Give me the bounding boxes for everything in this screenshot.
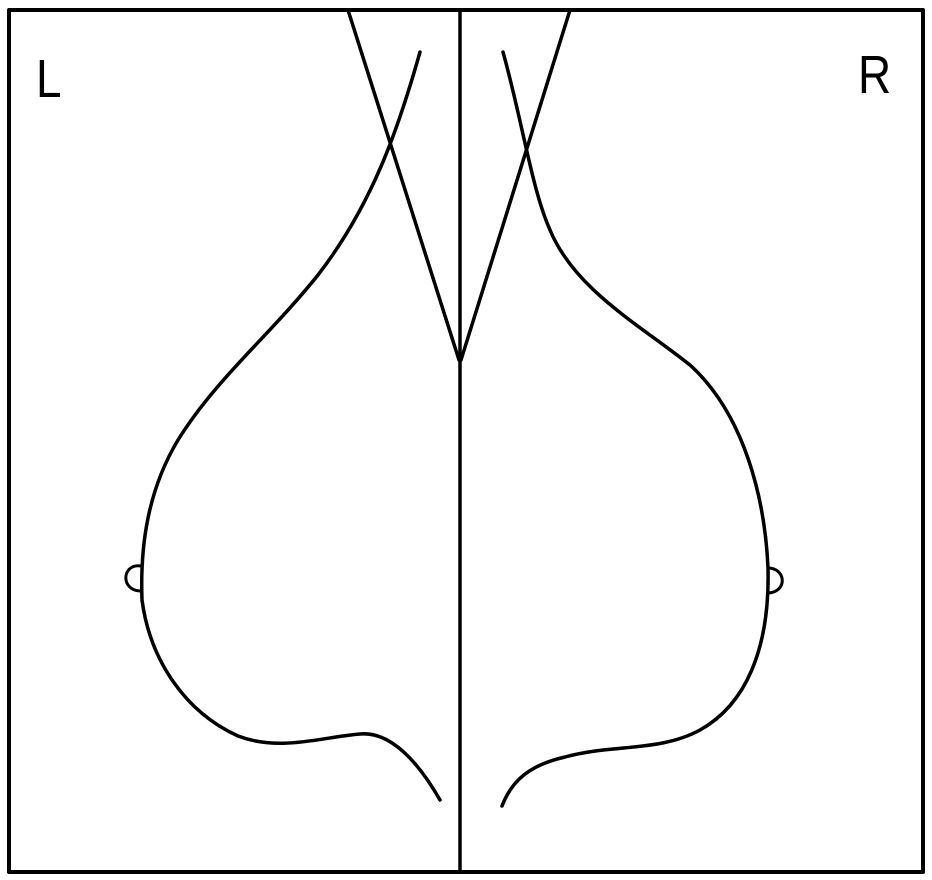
right-breast-outline	[502, 52, 768, 806]
left-nipple	[126, 566, 141, 591]
right-diagonal-line	[461, 10, 570, 360]
right-nipple	[768, 568, 782, 593]
right-side-label: R	[858, 48, 891, 102]
left-side-label: L	[36, 52, 62, 106]
left-diagonal-line	[348, 10, 459, 360]
outer-frame	[9, 10, 923, 872]
